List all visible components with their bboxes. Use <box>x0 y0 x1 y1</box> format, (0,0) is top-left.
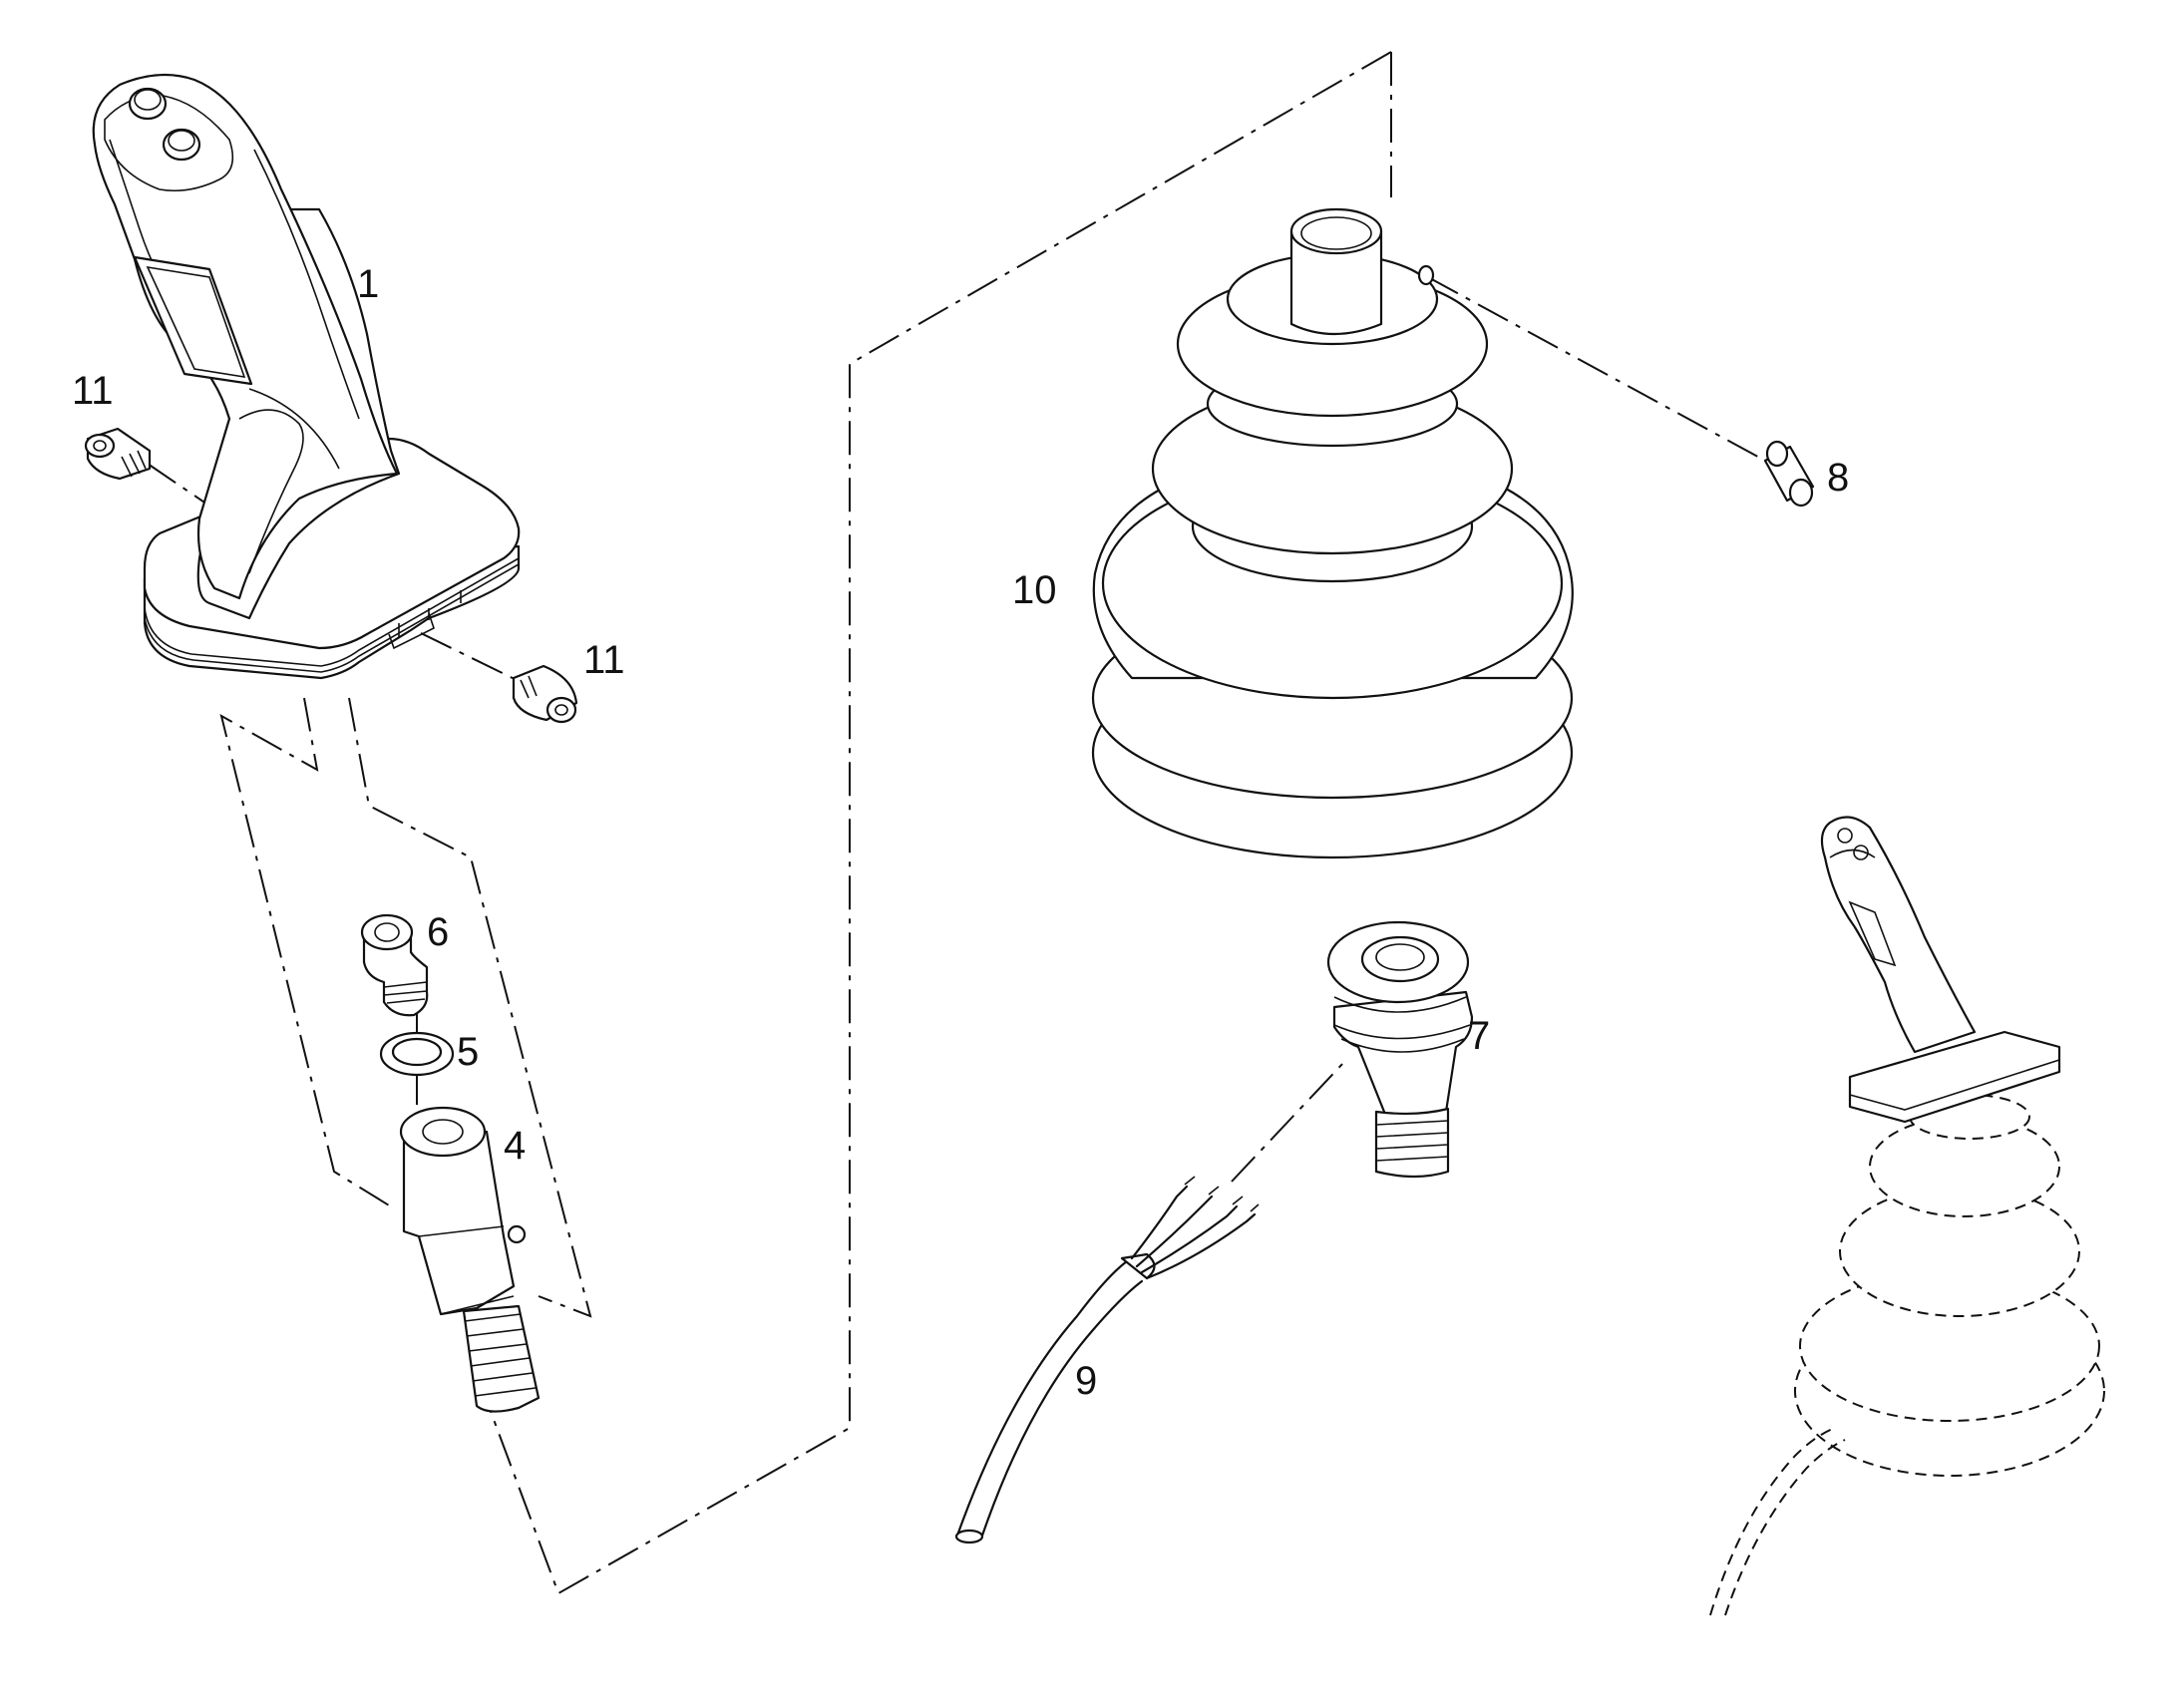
assembly-lines <box>147 51 1766 1595</box>
callout-screw-upper: 11 <box>72 369 114 413</box>
callout-boot: 10 <box>1012 568 1057 612</box>
bushing <box>1326 920 1474 1179</box>
joystick-handle <box>92 73 521 680</box>
washer <box>379 1031 455 1077</box>
screw-upper <box>84 427 152 481</box>
screw-lower <box>512 664 578 724</box>
adapter <box>399 1106 541 1413</box>
callout-bushing: 7 <box>1468 1014 1490 1058</box>
pin <box>1763 440 1815 508</box>
callout-pin: 8 <box>1827 456 1849 500</box>
callout-cable: 9 <box>1075 1359 1097 1403</box>
assembled-view <box>1709 816 2105 1616</box>
callout-washer: 5 <box>457 1030 479 1074</box>
callout-screw-lower: 11 <box>583 638 625 682</box>
callout-nut: 6 <box>427 910 449 954</box>
rubber-boot <box>1091 207 1574 859</box>
callout-labels: 1 11 11 6 5 4 8 10 7 9 <box>72 262 1849 1403</box>
nut <box>360 913 429 1017</box>
callout-adapter: 4 <box>504 1124 526 1168</box>
cable <box>954 1176 1260 1544</box>
callout-handle: 1 <box>357 262 379 306</box>
